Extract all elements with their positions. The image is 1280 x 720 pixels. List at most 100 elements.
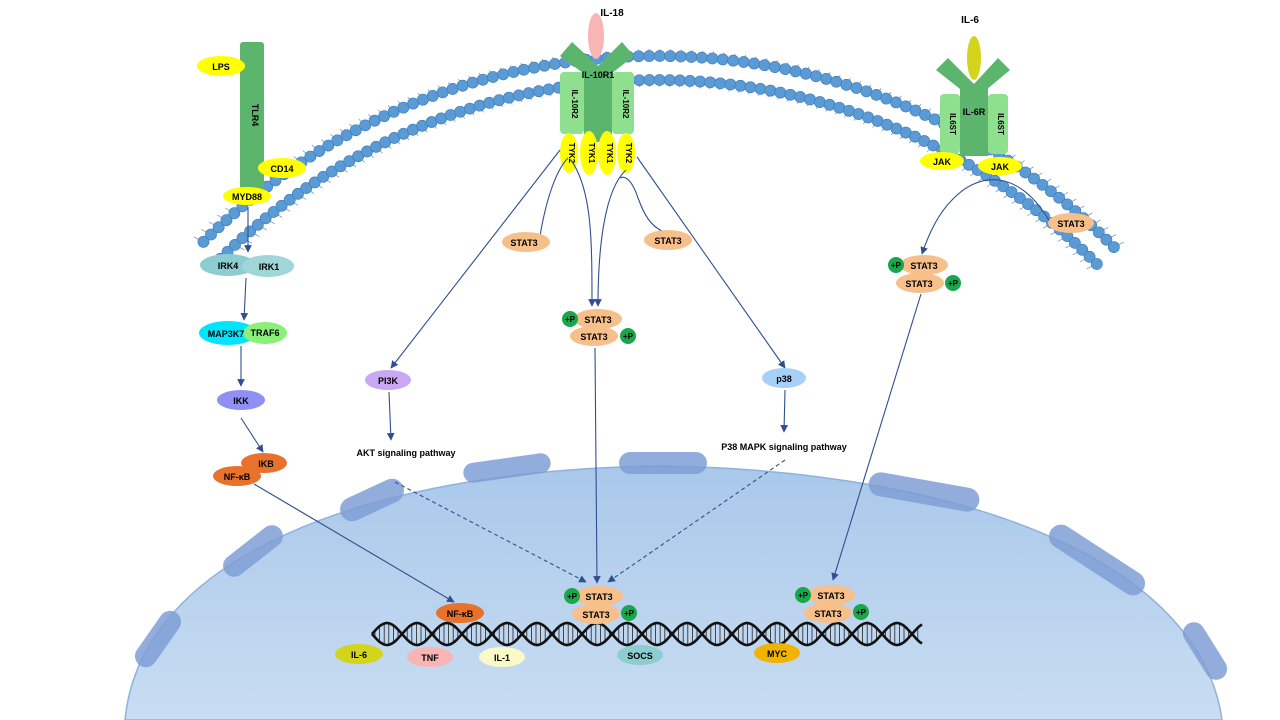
lipid-head xyxy=(359,119,372,132)
stat3-free-right: STAT3 xyxy=(644,230,692,250)
lipid-head xyxy=(197,235,210,248)
arrow-stat3-nucleus-right xyxy=(831,293,922,581)
svg-text:TRAF6: TRAF6 xyxy=(251,328,280,338)
lipid-head xyxy=(251,218,264,231)
lipid-head xyxy=(706,52,719,65)
ikk-node: IKK xyxy=(217,390,265,410)
lipid-head xyxy=(716,53,729,66)
phospho-marker xyxy=(621,605,637,621)
map3k7-node xyxy=(199,321,257,345)
gene-tnf: TNF xyxy=(407,647,453,667)
il10r2-left-label: IL-10R2 xyxy=(570,90,579,119)
svg-text:STAT3: STAT3 xyxy=(910,261,937,271)
lipid-head xyxy=(633,74,646,87)
il10-receptor-complex: IL-18 IL-10R1 IL-10R2 IL-10R2 TYK2 TYK1 … xyxy=(560,8,635,175)
lipid-head xyxy=(267,206,280,218)
lipid-head xyxy=(322,139,335,152)
svg-text:STAT3: STAT3 xyxy=(905,279,932,289)
svg-text:IKK: IKK xyxy=(233,396,249,406)
arrow-jak-stat3-right xyxy=(920,179,1051,255)
lipid-head xyxy=(754,82,767,95)
lipid-head xyxy=(727,54,740,67)
lipid-head xyxy=(779,63,792,76)
phospho-marker xyxy=(564,588,580,604)
lipid-head xyxy=(228,207,241,220)
myd88-node: MYD88 xyxy=(223,187,271,205)
lipid-head xyxy=(804,93,816,106)
svg-text:STAT3: STAT3 xyxy=(814,609,841,619)
svg-text:MYC: MYC xyxy=(767,649,788,659)
lipid-head xyxy=(684,75,696,87)
lipid-head xyxy=(300,182,313,194)
lipid-head xyxy=(870,88,883,101)
pi3k-node: PI3K xyxy=(365,370,411,390)
lipid-head xyxy=(304,150,317,163)
lipid-head xyxy=(737,56,750,68)
lipid-head xyxy=(784,88,797,101)
svg-text:STAT3: STAT3 xyxy=(585,592,612,602)
lipid-head xyxy=(1107,241,1120,253)
lipid-head xyxy=(768,61,781,73)
lipid-head xyxy=(522,87,535,100)
tlr4-label: TLR4 xyxy=(250,104,260,127)
lipid-head xyxy=(212,221,225,234)
il18-label: IL-18 xyxy=(600,8,624,19)
lipid-head xyxy=(517,63,530,76)
lipid-head xyxy=(466,76,479,89)
ikb-nfkb-complex: IKB NF-κB xyxy=(213,453,287,486)
arrow-nfkb-nucleus xyxy=(253,483,455,603)
svg-text:TNF: TNF xyxy=(421,653,439,663)
lipid-head xyxy=(774,86,787,99)
stat3-dimer-cytoplasm-right: STAT3 STAT3 +P +P xyxy=(888,255,961,293)
lipid-head xyxy=(748,57,761,70)
lipid-head xyxy=(220,214,233,227)
svg-text:STAT3: STAT3 xyxy=(582,610,609,620)
lipid-head xyxy=(963,158,975,171)
lipid-head xyxy=(840,78,853,91)
lipid-head xyxy=(476,73,489,86)
svg-text:STAT3: STAT3 xyxy=(584,315,611,325)
lipid-head xyxy=(1044,185,1057,198)
lipid-head xyxy=(473,99,486,112)
gene-il1: IL-1 xyxy=(479,647,525,667)
lipid-head xyxy=(308,176,321,189)
lipid-head xyxy=(205,228,217,241)
gene-myc: MYC xyxy=(754,643,800,663)
lipid-head xyxy=(456,79,469,92)
lipid-head xyxy=(663,74,676,87)
irk-complex: IRK4 IRK1 xyxy=(200,254,294,277)
svg-text:IRK1: IRK1 xyxy=(259,262,280,272)
traf6-node xyxy=(243,322,287,344)
lipid-head xyxy=(507,66,520,78)
lipid-head xyxy=(1013,192,1026,204)
jak-right: JAK xyxy=(978,157,1022,175)
lipid-head xyxy=(653,74,666,86)
lipid-head xyxy=(758,59,771,72)
svg-text:SOCS: SOCS xyxy=(627,651,653,661)
lipid-head xyxy=(714,77,727,90)
lipid-head xyxy=(810,70,822,83)
tyk2-right: TYK2 xyxy=(617,133,635,173)
arrow-tyk-p38 xyxy=(636,156,786,369)
nfkb-nucleus-node: NF-κB xyxy=(436,603,484,623)
lipid-head xyxy=(632,50,645,63)
phospho-marker xyxy=(795,587,811,603)
svg-text:TYK2: TYK2 xyxy=(624,143,633,164)
svg-text:JAK: JAK xyxy=(933,157,952,167)
svg-text:IL-1: IL-1 xyxy=(494,653,510,663)
p38-node: p38 xyxy=(762,368,806,388)
lipid-head xyxy=(283,193,296,206)
lipid-head xyxy=(1076,243,1089,256)
svg-text:p38: p38 xyxy=(776,374,792,384)
svg-text:JAK: JAK xyxy=(991,162,1010,172)
arrow-akt-nucleus xyxy=(394,481,587,583)
map3k7-traf6-complex: MAP3K7 TRAF6 xyxy=(199,321,287,345)
dna-double-helix xyxy=(371,621,923,647)
lipid-head xyxy=(789,65,802,78)
lipid-head xyxy=(340,129,353,142)
lipid-head xyxy=(1038,210,1050,223)
svg-text:IRK4: IRK4 xyxy=(218,261,239,271)
lipid-head xyxy=(1068,236,1081,249)
lipid-head xyxy=(1083,250,1096,263)
svg-text:STAT3: STAT3 xyxy=(1057,219,1084,229)
